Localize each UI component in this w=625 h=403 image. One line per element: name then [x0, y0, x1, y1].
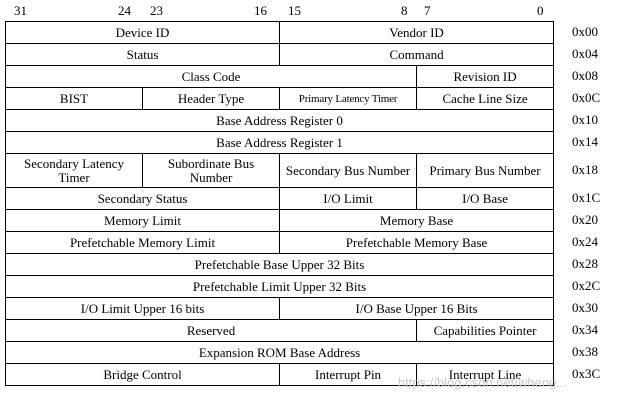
- register-field: Secondary Latency Timer: [5, 153, 143, 188]
- offset-column: 0x00 0x04 0x08 0x0C 0x10 0x14 0x18 0x1C 0x20 0x24…: [572, 21, 622, 385]
- register-field: Secondary Status: [4, 187, 281, 210]
- register-field: I/O Base: [416, 187, 555, 210]
- offset-label: 0x18: [572, 162, 598, 177]
- offset-label: 0x20: [572, 212, 598, 227]
- register-field: Memory Base: [279, 209, 555, 232]
- offset-label: 0x34: [572, 322, 598, 337]
- offset-label: 0x10: [572, 112, 598, 127]
- register-field: Header Type: [141, 87, 281, 110]
- offset-label: 0x04: [572, 46, 598, 61]
- bit-number-0: 0: [537, 3, 544, 18]
- offset-label: 0x08: [572, 68, 598, 83]
- offset-label: 0x00: [572, 24, 598, 39]
- register-field: Cache Line Size: [416, 87, 555, 110]
- bit-number-header: 31 24 23 16 15 8 7 0: [0, 0, 625, 22]
- offset-label: 0x38: [572, 344, 598, 359]
- register-field: Prefetchable Base Upper 32 Bits: [4, 253, 555, 276]
- bit-number-24: 24: [118, 3, 131, 18]
- bit-number-23: 23: [150, 3, 163, 18]
- register-field: Revision ID: [416, 65, 555, 88]
- offset-label: 0x30: [572, 300, 598, 315]
- register-field: Expansion ROM Base Address: [4, 341, 555, 364]
- offset-label: 0x1C: [572, 190, 601, 205]
- register-field: Base Address Register 1: [4, 131, 555, 154]
- register-field: Capabilities Pointer: [416, 319, 555, 342]
- register-field: Memory Limit: [4, 209, 281, 232]
- register-row: Base Address Register 1: [4, 131, 555, 154]
- register-field: Primary Latency Timer: [279, 87, 418, 110]
- register-field: Interrupt Pin: [279, 363, 418, 386]
- offset-label: 0x2C: [572, 278, 601, 293]
- register-field: Prefetchable Memory Base: [279, 231, 555, 254]
- register-field: Reserved: [4, 319, 418, 342]
- register-field: Command: [279, 43, 555, 66]
- register-field: Prefetchable Memory Limit: [4, 231, 281, 254]
- bit-number-31: 31: [14, 3, 27, 18]
- offset-label: 0x28: [572, 256, 598, 271]
- bit-number-16: 16: [254, 3, 267, 18]
- register-field: I/O Limit: [279, 187, 418, 210]
- register-field: Vendor ID: [279, 21, 555, 44]
- register-field: Prefetchable Limit Upper 32 Bits: [4, 275, 555, 298]
- register-field: Interrupt Line: [416, 363, 555, 386]
- register-field: BIST: [5, 87, 143, 110]
- register-row: Expansion ROM Base Address: [4, 341, 555, 364]
- register-field: I/O Base Upper 16 Bits: [279, 297, 555, 320]
- offset-label: 0x3C: [572, 366, 601, 381]
- register-row: Base Address Register 0: [4, 109, 555, 132]
- bit-number-7: 7: [424, 3, 431, 18]
- register-field: Bridge Control: [4, 363, 281, 386]
- offset-label: 0x0C: [572, 90, 601, 105]
- register-field: Device ID: [4, 21, 281, 44]
- register-field: I/O Limit Upper 16 bits: [4, 297, 281, 320]
- register-row: Prefetchable Limit Upper 32 Bits: [4, 275, 555, 298]
- register-field: Primary Bus Number: [416, 153, 555, 188]
- register-field: Subordinate Bus Number: [141, 153, 281, 188]
- register-field: Class Code: [4, 65, 418, 88]
- register-field: Base Address Register 0: [4, 109, 555, 132]
- offset-label: 0x14: [572, 134, 598, 149]
- register-field: Status: [4, 43, 281, 66]
- register-field: Secondary Bus Number: [279, 153, 418, 188]
- bit-number-15: 15: [288, 3, 301, 18]
- bit-number-8: 8: [401, 3, 408, 18]
- register-row: Prefetchable Base Upper 32 Bits: [4, 253, 555, 276]
- offset-label: 0x24: [572, 234, 598, 249]
